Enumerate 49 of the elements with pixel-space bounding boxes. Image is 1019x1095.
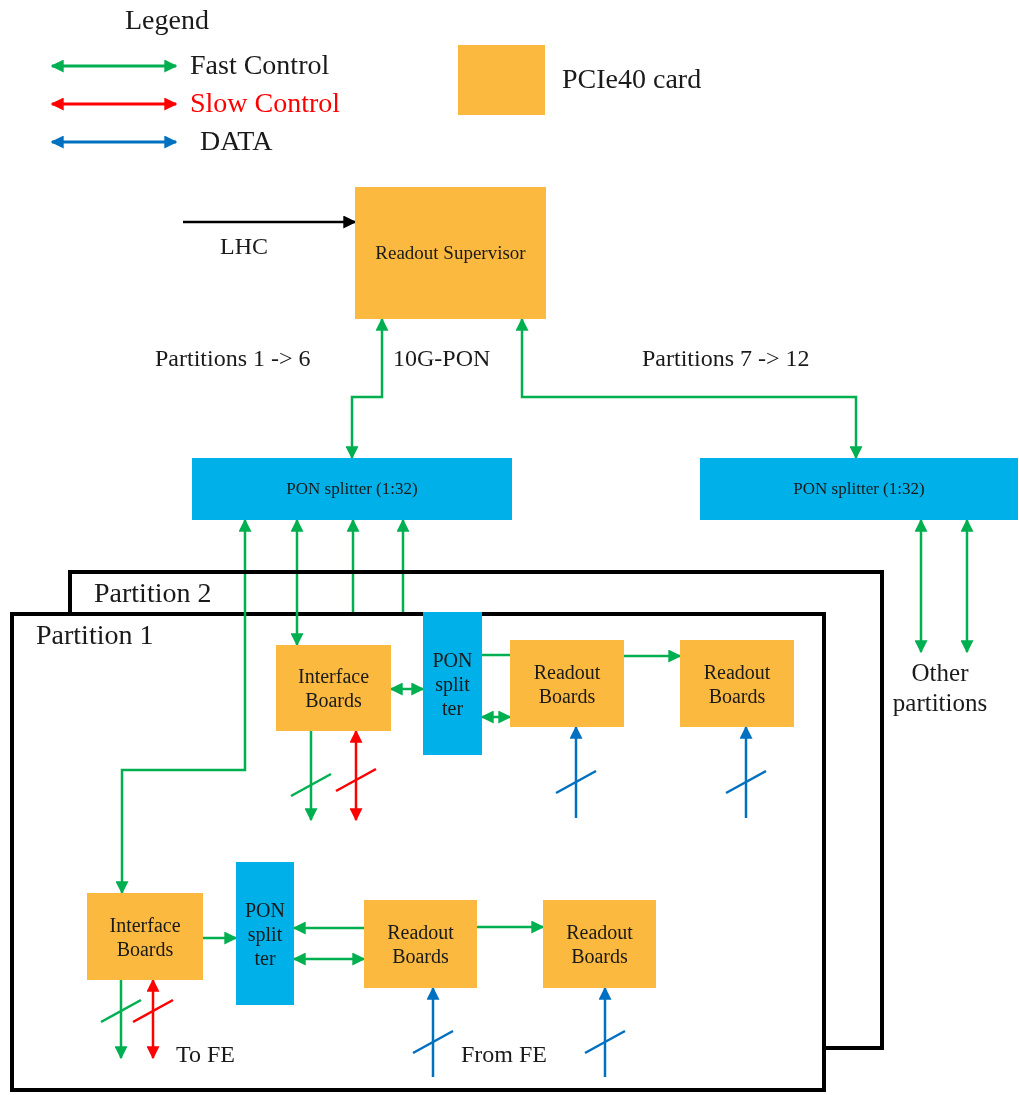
- legend-text: Slow Control: [190, 86, 341, 120]
- process-box: [364, 900, 477, 988]
- annotation-text: 10G-PON: [393, 344, 491, 373]
- annotation-text: From FE: [461, 1040, 547, 1069]
- arrow: [115, 518, 252, 895]
- box-label: PON split ter: [244, 897, 286, 970]
- box-label: Readout Boards: [532, 659, 602, 708]
- legend-title: Legend: [125, 3, 209, 37]
- process-box: [276, 645, 391, 731]
- arrow: [960, 518, 974, 654]
- annotation-text: Partitions 7 -> 12: [642, 344, 810, 373]
- splitter-box: [192, 458, 512, 520]
- arrow: [396, 518, 410, 612]
- arrow: [515, 317, 863, 460]
- legend-text: DATA: [200, 124, 273, 158]
- process-box: [355, 187, 546, 319]
- arrow: [203, 931, 238, 945]
- arrow: [346, 518, 360, 612]
- arrow: [914, 518, 928, 654]
- node-text: Other partitions: [891, 658, 989, 718]
- splitter-box: [236, 862, 294, 1005]
- partition-frame: [10, 612, 826, 1092]
- legend-text: Fast Control: [190, 48, 330, 82]
- partition-frame: [68, 570, 242, 612]
- box-label: PON splitter (1:32): [286, 478, 418, 500]
- box-label: Interface Boards: [108, 912, 182, 961]
- process-box: [543, 900, 656, 988]
- arrow: [290, 518, 304, 647]
- splitter-box: [700, 458, 1018, 520]
- box-label: Readout Boards: [702, 659, 772, 708]
- arrow: [624, 649, 682, 663]
- splitter-box: [423, 612, 482, 755]
- box-label: PON splitter (1:32): [793, 478, 925, 500]
- box-label: Interface Boards: [296, 664, 370, 712]
- process-box: [510, 640, 624, 727]
- box-label: PON split ter: [431, 647, 474, 720]
- legend-text: PCIe40 card: [562, 62, 702, 96]
- annotation-text: Partitions 1 -> 6: [155, 344, 311, 373]
- box-label: Readout Supervisor: [375, 241, 526, 265]
- arrow: [183, 215, 357, 229]
- partition-title: Partition 2: [94, 576, 212, 610]
- partition-title: Partition 1: [36, 618, 154, 652]
- annotation-text: To FE: [176, 1040, 235, 1069]
- box-label: Readout Boards: [565, 920, 634, 968]
- arrow: [345, 317, 389, 460]
- arrow: [477, 920, 545, 934]
- process-box: [87, 893, 203, 980]
- box-label: Readout Boards: [386, 920, 455, 968]
- process-box: [680, 640, 794, 727]
